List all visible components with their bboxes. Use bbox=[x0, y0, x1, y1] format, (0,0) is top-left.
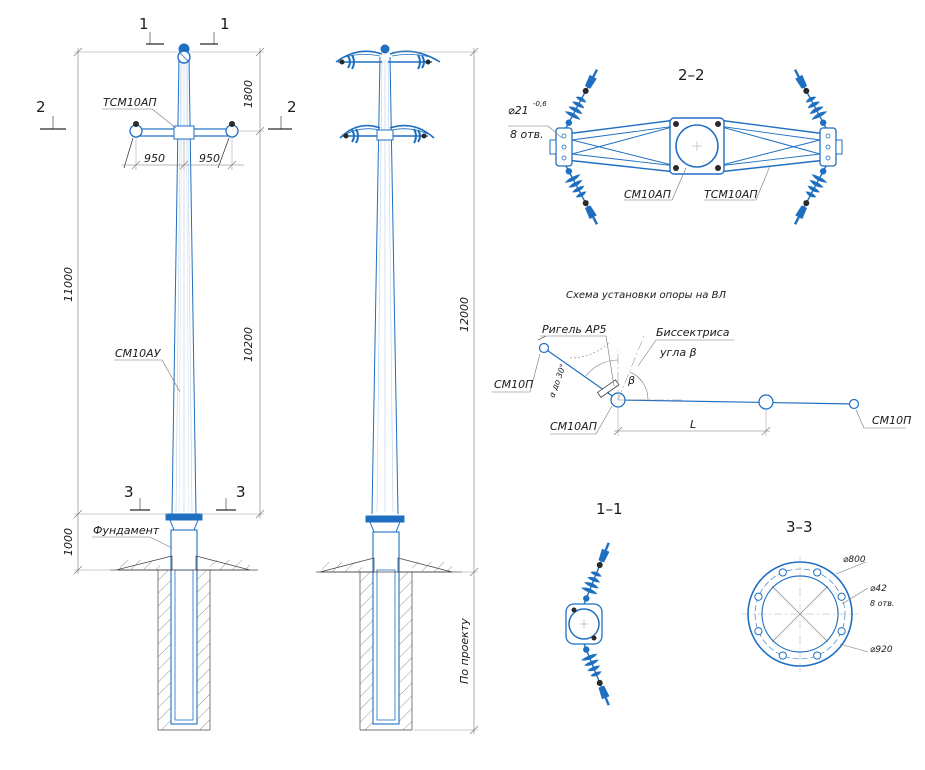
arm-left-dimension: 950 bbox=[144, 152, 165, 165]
section-mark-3-left: 3 bbox=[124, 483, 134, 501]
pole-label: СМ10АУ bbox=[115, 347, 162, 360]
section-mark-1-right: 1 bbox=[220, 15, 230, 33]
span-label: L bbox=[690, 418, 696, 431]
section-2-2: 2–2 ⌀21 -0,6 8 отв. bbox=[508, 64, 843, 230]
flange-holes bbox=[754, 568, 846, 660]
section-mark-3-right: 3 bbox=[236, 483, 246, 501]
section-1-1: 1–1 bbox=[565, 500, 623, 710]
outer-diameter: ⌀920 bbox=[870, 645, 893, 655]
bolt-hole bbox=[837, 627, 846, 636]
section-3-3: 3–3 ⌀800 ⌀42 8 отв. ⌀920 bbox=[742, 518, 894, 672]
section-crossarm-label: ТСМ10АП bbox=[704, 188, 758, 201]
bolt-hole bbox=[813, 568, 822, 577]
left-pole-label: СМ10П bbox=[494, 378, 533, 391]
foundation-label: Фундамент bbox=[93, 524, 160, 537]
total-height-dimension: 11000 bbox=[62, 267, 75, 302]
hole-count: 8 отв. bbox=[510, 128, 544, 141]
hole-tolerance: -0,6 bbox=[533, 100, 547, 108]
side-view: 12000 По проекту bbox=[316, 44, 479, 735]
bolt-hole bbox=[754, 592, 763, 601]
foundation-dimension: 1000 bbox=[62, 528, 75, 556]
crossbar-label: Ригель АР5 bbox=[542, 323, 607, 336]
angle-beta: β bbox=[627, 374, 635, 387]
section-mark-2-left: 2 bbox=[36, 98, 46, 116]
bisector-label-2: угла β bbox=[659, 346, 697, 359]
section-3-3-title: 3–3 bbox=[786, 518, 813, 536]
installation-scheme: Схема установки опоры на ВЛ bbox=[492, 290, 911, 436]
bolt-hole bbox=[813, 651, 822, 660]
inner-diameter: ⌀800 bbox=[843, 555, 866, 565]
section-mark-1-left: 1 bbox=[139, 15, 149, 33]
main-pole-label: СМ10АП bbox=[550, 420, 597, 433]
bisector-label-1: Биссектриса bbox=[656, 326, 730, 339]
section-2-2-title: 2–2 bbox=[678, 66, 705, 84]
angle-alpha: α до 30° bbox=[547, 363, 567, 399]
top-dimension: 1800 bbox=[242, 80, 255, 108]
bolt-hole bbox=[754, 627, 763, 636]
right-pole-label: СМ10П bbox=[872, 414, 911, 427]
section-mark-2-right: 2 bbox=[287, 98, 297, 116]
front-view: 1 1 2 2 3 3 bbox=[36, 15, 297, 731]
scheme-title: Схема установки опоры на ВЛ bbox=[566, 290, 726, 301]
hole-diameter-33: ⌀42 bbox=[870, 584, 887, 594]
hole-diameter: ⌀21 bbox=[508, 104, 529, 117]
side-total-dimension: 12000 bbox=[458, 297, 471, 332]
hole-count-33: 8 отв. bbox=[870, 599, 894, 608]
bolt-hole bbox=[778, 568, 787, 577]
bolt-hole bbox=[778, 651, 787, 660]
crossarm-label: ТСМ10АП bbox=[103, 96, 157, 109]
section-1-1-title: 1–1 bbox=[596, 500, 623, 518]
section-pole-label: СМ10АП bbox=[624, 188, 671, 201]
shaft-dimension: 10200 bbox=[242, 327, 255, 362]
depth-label: По проекту bbox=[458, 618, 471, 684]
bolt-hole bbox=[837, 592, 846, 601]
arm-right-dimension: 950 bbox=[199, 152, 220, 165]
